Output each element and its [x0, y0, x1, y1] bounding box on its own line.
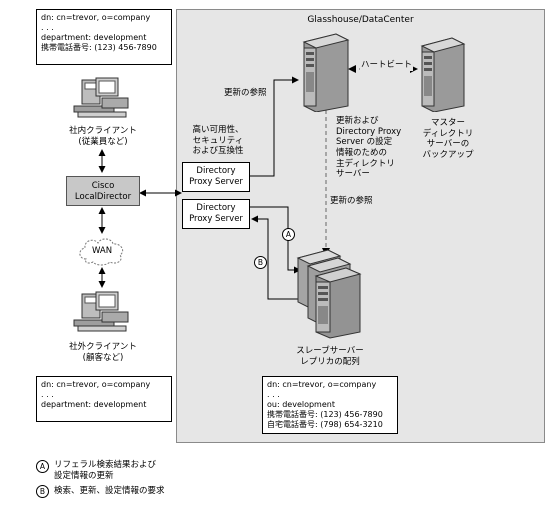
legend-marker-a: A — [36, 460, 49, 473]
update-ref-mid-label: 更新の参照 — [330, 196, 373, 206]
external-client-computer-icon — [73, 291, 129, 332]
internal-client-label: 社内クライアント (従業員など) — [60, 126, 146, 147]
info-box-bottom-left: dn: cn=trevor, o=company . . . departmen… — [36, 376, 172, 422]
internal-client-computer-icon — [73, 77, 129, 118]
label-line: Directory Proxy — [336, 126, 402, 137]
directory-proxy-server-2: Directory Proxy Server — [182, 199, 250, 229]
info-line: dn: cn=trevor, o=company — [41, 13, 151, 22]
master-server-icon — [302, 33, 350, 112]
info-box-bottom-right: dn: cn=trevor, o=company . . . ou: devel… — [262, 376, 398, 434]
info-line: . . . — [267, 390, 280, 399]
label-line: ディレクトリ — [422, 128, 474, 139]
label-line: セキュリティ — [192, 135, 244, 146]
slave-label: スレーブサーバー レプリカの配列 — [286, 346, 374, 367]
info-line: dn: cn=trevor, o=company — [267, 380, 377, 389]
label-line: Proxy Server — [189, 176, 243, 187]
wan-label: WAN — [91, 246, 113, 256]
info-line: 携帯電話番号: (123) 456-7890 — [267, 410, 383, 419]
label-line: (従業員など) — [78, 136, 128, 147]
legend-a-text: リフェラル検索結果および 設定情報の更新 — [54, 460, 156, 481]
info-line: dn: cn=trevor, o=company — [41, 380, 151, 389]
backup-server-icon — [420, 37, 466, 112]
slave-server-cluster-icon — [296, 249, 362, 339]
label-line: レプリカの配列 — [300, 356, 360, 367]
label-line: 情報のための — [336, 147, 388, 158]
info-line: department: development — [41, 33, 147, 42]
label-line: 社内クライアント — [69, 126, 137, 136]
update-ref-top-label: 更新の参照 — [224, 88, 267, 98]
label-line: Directory — [196, 166, 236, 176]
marker-a: A — [282, 228, 295, 241]
master-description: 更新および Directory Proxy Server の設定 情報のための … — [336, 116, 401, 180]
label-line: Server の設定 — [336, 137, 393, 148]
info-line: . . . — [41, 390, 54, 399]
label-line: 更新および — [336, 116, 379, 126]
label-line: リフェラル検索結果および — [54, 460, 157, 470]
label-line: LocalDirector — [74, 191, 132, 202]
info-line: department: development — [41, 400, 147, 409]
label-line: サーバーの — [426, 139, 470, 150]
label-line: および互換性 — [192, 146, 244, 157]
info-box-top: dn: cn=trevor, o=company . . . departmen… — [36, 9, 172, 65]
label-line: 社外クライアント — [69, 342, 137, 352]
label-line: Directory — [196, 203, 236, 213]
availability-label: 高い可用性、 セキュリティ および互換性 — [178, 125, 258, 157]
label-line: (顧客など) — [82, 352, 124, 363]
label-line: 設定情報の更新 — [54, 470, 114, 481]
info-line: . . . — [41, 23, 54, 32]
link-slave-proxy2-b — [251, 215, 300, 300]
label-line: マスター — [430, 118, 465, 128]
marker-b: B — [254, 256, 267, 269]
label-line: 高い可用性、 — [192, 125, 244, 135]
label-line: バックアップ — [422, 149, 474, 160]
external-client-label: 社外クライアント (顧客など) — [60, 342, 146, 363]
datacenter-title: Glasshouse/DataCenter — [307, 15, 414, 25]
heartbeat-label: ハートビート — [360, 60, 414, 71]
info-line: 携帯電話番号: (123) 456-7890 — [41, 43, 157, 52]
backup-label: マスター ディレクトリ サーバーの バックアップ — [408, 118, 488, 161]
label-line: スレーブサーバー — [296, 346, 364, 356]
label-line: Proxy Server — [189, 213, 243, 224]
legend-marker-b: B — [36, 485, 49, 498]
wan-cloud-icon — [79, 238, 124, 266]
cisco-localdirector: Cisco LocalDirector — [66, 176, 140, 206]
label-line: Cisco — [91, 181, 115, 191]
directory-proxy-server-1: Directory Proxy Server — [182, 162, 250, 192]
info-line: 自宅電話番号: (798) 654-3210 — [267, 420, 383, 429]
legend-b-text: 検索、更新、設定情報の要求 — [54, 486, 165, 496]
label-line: サーバー — [336, 169, 370, 180]
info-line: ou: development — [267, 400, 335, 409]
label-line: 主ディレクトリ — [336, 158, 395, 169]
link-proxy1-master — [250, 76, 299, 177]
